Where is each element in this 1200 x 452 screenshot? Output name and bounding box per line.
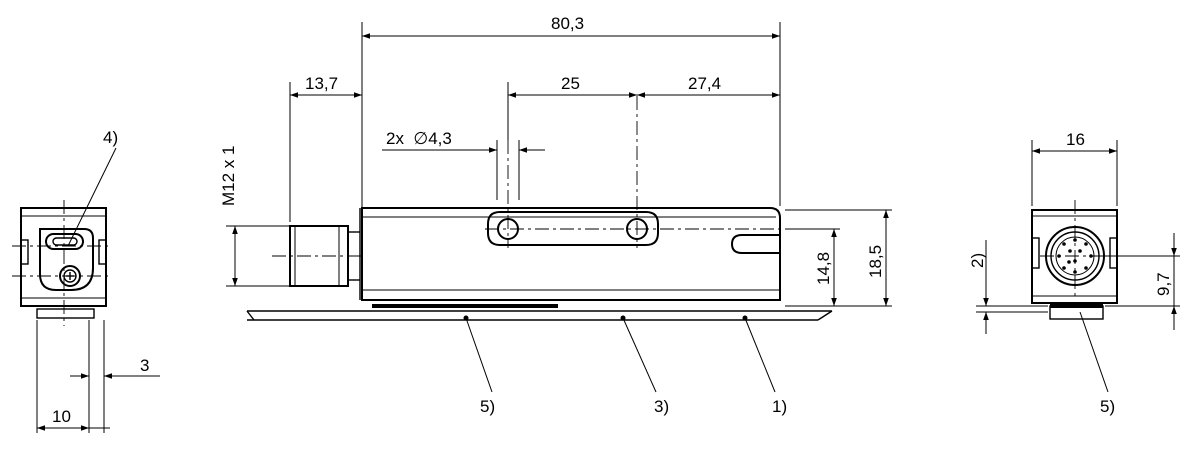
sensor-body: [361, 207, 781, 301]
callout-4: 4): [103, 128, 118, 147]
dim-height-a: 14,8: [814, 252, 833, 285]
callout-1: 1): [772, 397, 787, 416]
left-view-base-plate: [36, 308, 95, 319]
dim-height-c: 9,7: [1154, 272, 1173, 296]
callout-3: 3): [654, 397, 669, 416]
dim-hole-to-end: 27,4: [688, 74, 721, 93]
callout-5-right: 5): [1100, 397, 1115, 416]
callout-5-main: 5): [480, 397, 495, 416]
dim-hole-spacing: 25: [561, 74, 580, 93]
left-side-view: 4) 3 10: [12, 128, 160, 433]
dim-left-10: 10: [52, 407, 71, 426]
dim-left-3: 3: [140, 356, 149, 375]
callout-2: 2): [968, 253, 987, 268]
dim-thread: M12 x 1: [219, 146, 238, 206]
dim-hole-diameter: 2x ∅4,3: [386, 129, 452, 148]
dim-width: 16: [1066, 130, 1085, 149]
main-front-view: 5) 3) 1) 80,3 13,7 25 27,4 2x ∅4,3 M12 x…: [219, 14, 892, 416]
dim-height-b: 18,5: [866, 245, 885, 278]
right-end-view: 16 9,7 2) 5): [968, 130, 1180, 416]
dim-connector-length: 13,7: [305, 74, 338, 93]
dim-overall-length: 80,3: [551, 14, 584, 33]
